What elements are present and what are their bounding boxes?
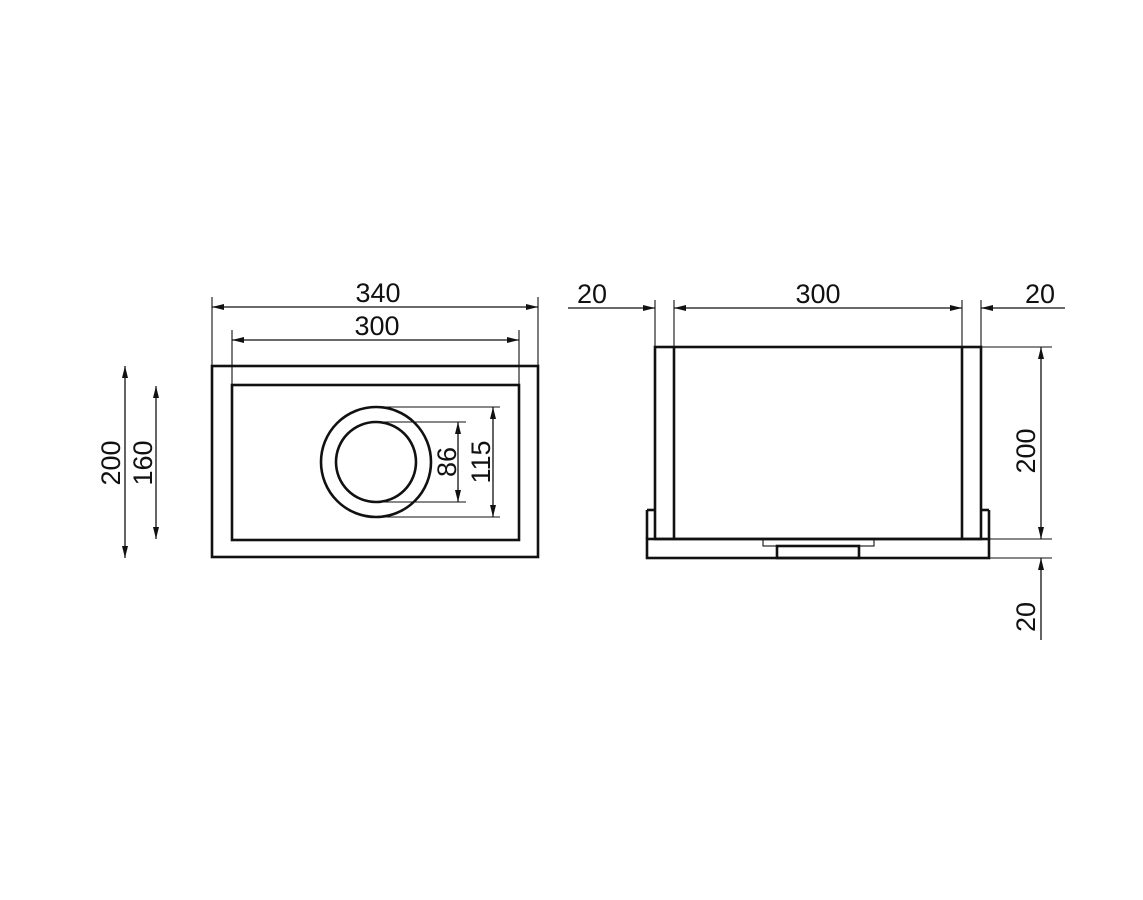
dim-label-20-right: 20 xyxy=(1025,279,1055,309)
dim-label-200-side: 200 xyxy=(1011,428,1041,473)
side-view: 20 300 20 200 20 xyxy=(568,279,1065,640)
front-view: 340 300 200 160 86 115 xyxy=(96,278,540,559)
spigot xyxy=(775,544,861,560)
bottom-plate xyxy=(645,537,991,560)
dim-label-160: 160 xyxy=(128,440,158,485)
outlet-outer-ring xyxy=(319,405,433,519)
dim-label-20-left: 20 xyxy=(577,279,607,309)
dim-label-300-side: 300 xyxy=(795,279,840,309)
dim-label-20-bottom: 20 xyxy=(1011,602,1041,632)
dim-label-86: 86 xyxy=(432,447,462,477)
side-body xyxy=(653,345,983,541)
dim-label-300-front: 300 xyxy=(354,311,399,341)
dim-label-340: 340 xyxy=(355,278,400,308)
front-inner-panel xyxy=(230,383,521,542)
dim-label-200-front: 200 xyxy=(96,440,126,485)
front-outer-frame xyxy=(210,364,540,559)
outlet-inner-ring xyxy=(334,420,418,504)
dim-label-115: 115 xyxy=(466,440,496,483)
